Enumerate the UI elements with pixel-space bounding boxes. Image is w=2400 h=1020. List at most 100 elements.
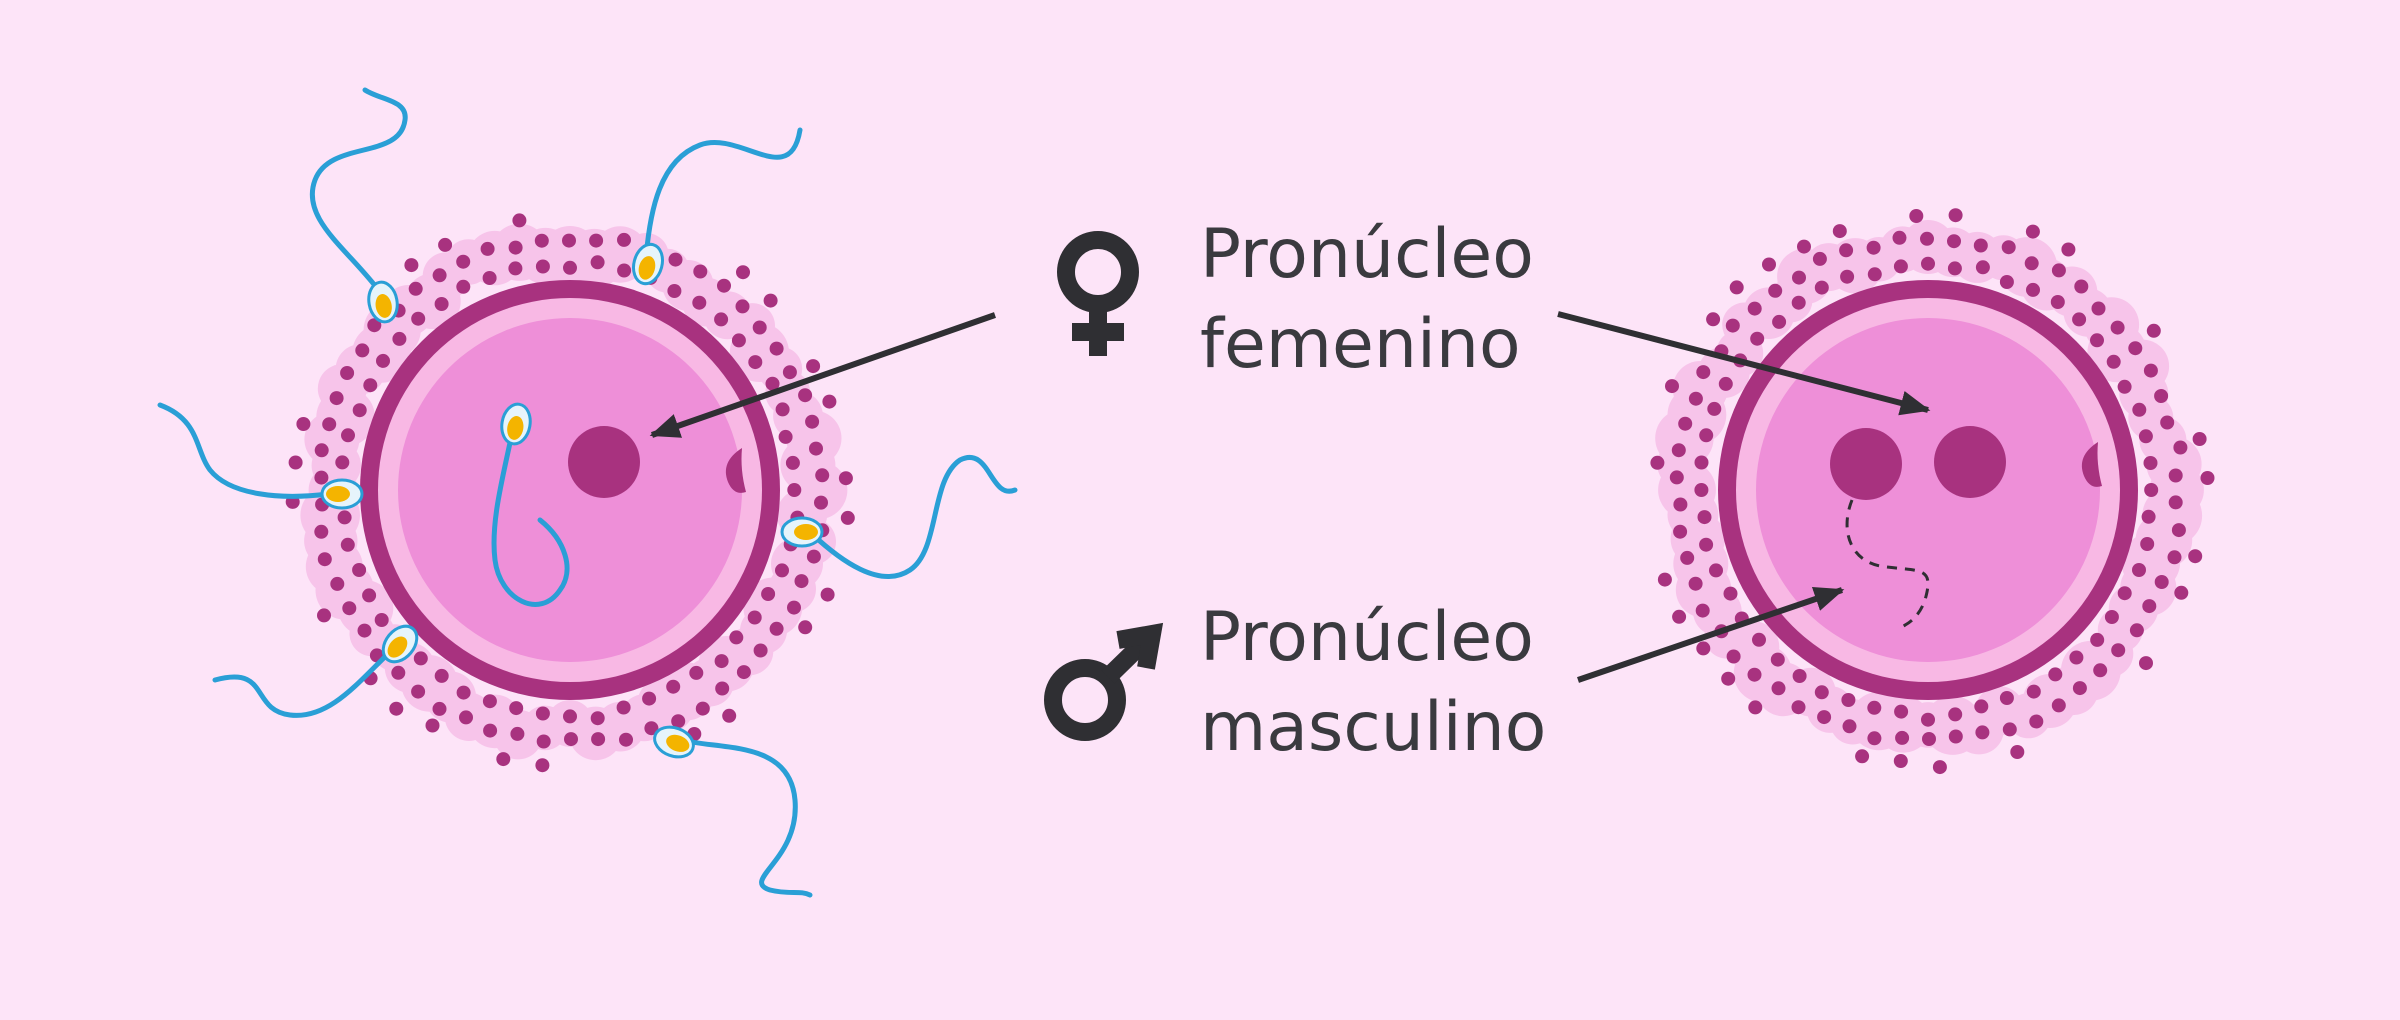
follicle-dot <box>782 365 797 380</box>
follicle-dot <box>1721 671 1736 686</box>
female-pronucleus-label: Pronúcleo femenino <box>1200 210 1534 390</box>
arrow-to-female-pronucleus-left <box>649 312 996 438</box>
follicle-dot <box>1762 257 1776 272</box>
corona-radiata-left <box>285 213 855 773</box>
follicle-dot <box>1791 700 1806 715</box>
follicle-dot <box>2117 586 2132 601</box>
follicle-dot <box>2117 379 2132 394</box>
follicle-dot <box>1709 563 1723 578</box>
follicle-dot <box>1999 691 2014 705</box>
follicle-dot <box>1948 729 1963 744</box>
follicle-dot <box>736 265 750 280</box>
follicle-dot <box>562 233 576 248</box>
follicle-cell <box>2146 436 2202 492</box>
follicle-dot <box>1839 243 1854 258</box>
follicle-dot <box>775 402 790 417</box>
female-label-line1: Pronúcleo <box>1200 215 1534 294</box>
sperm-head <box>367 280 399 324</box>
follicle-dot <box>590 255 605 270</box>
follicle-dot <box>735 299 750 314</box>
follicle-dot <box>590 711 605 726</box>
follicle-dot <box>1932 760 1947 775</box>
sperm-tail <box>491 425 570 607</box>
follicle-dot <box>722 708 737 723</box>
follicle-dot <box>1680 550 1695 565</box>
follicle-dot <box>2111 643 2126 658</box>
follicle-dot <box>314 524 329 539</box>
follicle-dot <box>617 232 631 247</box>
follicle-dot <box>736 665 751 680</box>
follicle-dot <box>1726 649 1741 664</box>
follicle-dot <box>794 574 809 589</box>
follicle-dot <box>1695 603 1710 618</box>
male-label-line2: masculino <box>1200 688 1547 767</box>
follicle-dot <box>352 403 367 418</box>
follicle-dot <box>2144 483 2159 497</box>
follicle-dot <box>668 252 683 267</box>
follicle-dot <box>1673 497 1688 512</box>
follicle-dot <box>1893 259 1908 274</box>
follicle-dot <box>535 259 550 274</box>
follicle-dot <box>1922 732 1936 746</box>
sperm-tail <box>643 127 803 261</box>
follicle-dot <box>456 685 471 700</box>
follicle-dot <box>1791 295 1806 310</box>
follicle-dot <box>1867 267 1882 282</box>
follicle-dot <box>1671 443 1686 458</box>
follicle-dot <box>314 443 329 458</box>
follicle-dot <box>1673 524 1688 539</box>
follicle-dot <box>1974 699 1989 714</box>
follicle-dot <box>747 610 762 625</box>
follicle-dot <box>357 623 372 638</box>
follicle-dot <box>752 320 767 335</box>
follicle-dot <box>2093 663 2108 678</box>
follicle-dot <box>693 264 708 279</box>
follicle-dot <box>1840 269 1855 284</box>
follicle-dot <box>1921 712 1935 727</box>
sperm-tail <box>809 455 1018 579</box>
follicle-dot <box>838 471 853 486</box>
follicle-dot <box>1747 301 1762 316</box>
follicle-dot <box>322 417 337 432</box>
follicle-dot <box>1855 749 1870 764</box>
follicle-dot <box>714 312 729 327</box>
sperm-tail <box>309 87 408 299</box>
follicle-dot <box>1947 261 1962 276</box>
male-pronucleus <box>1830 428 1902 500</box>
follicle-dot <box>2048 667 2063 682</box>
follicle-dot <box>798 388 813 403</box>
follicle-dot <box>1657 572 1672 587</box>
follicle-dot <box>2168 468 2183 483</box>
follicle-dot <box>352 563 367 577</box>
sperm-tail <box>212 647 395 718</box>
follicle-dot <box>1694 455 1709 470</box>
follicle-dot <box>1665 379 1679 394</box>
follicle-dot <box>785 455 800 470</box>
follicle-dot <box>1750 331 1765 346</box>
follicle-dot <box>1832 224 1847 239</box>
follicle-dot <box>1729 280 1744 295</box>
follicle-dot <box>482 694 497 709</box>
polar-body-right <box>2081 442 2102 487</box>
female-pronucleus <box>1934 426 2006 498</box>
follicle-dot <box>2154 575 2169 589</box>
follicle-dot <box>1718 376 1733 391</box>
follicle-dot <box>731 333 746 348</box>
follicle-dot <box>1948 208 1963 223</box>
follicle-dot <box>2192 432 2207 446</box>
follicle-dot <box>1772 314 1787 329</box>
follicle-dot <box>805 414 820 429</box>
follicle-dot <box>563 709 577 724</box>
follicle-dot <box>2138 429 2153 444</box>
follicle-dot <box>392 331 407 346</box>
follicle-dot <box>456 254 471 269</box>
follicle-dot <box>374 613 389 627</box>
corona-radiata-right <box>1650 208 2215 775</box>
follicle-dot <box>389 701 404 716</box>
follicle-dot <box>840 510 855 525</box>
follicle-dot <box>2160 415 2175 430</box>
follicle-dot <box>2001 240 2016 255</box>
follicle-dot <box>2143 363 2158 378</box>
follicle-dot <box>2051 698 2066 713</box>
